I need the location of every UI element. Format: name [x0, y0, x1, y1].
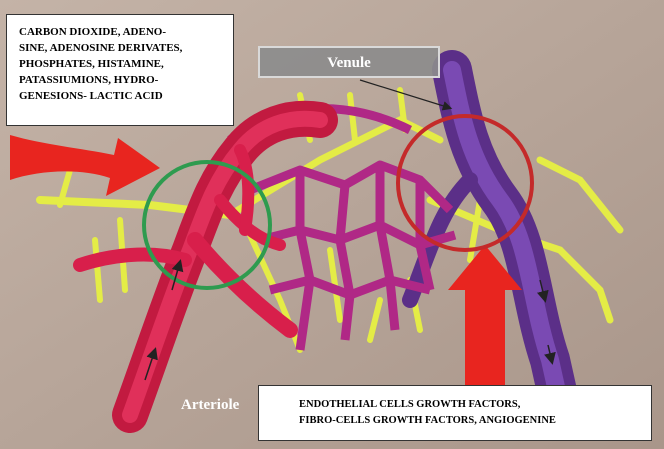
- arteriole-label: Arteriole: [181, 397, 239, 414]
- metabolites-callout: CARBON DIOXIDE, ADENO- SINE, ADENOSINE D…: [6, 14, 234, 126]
- metabolites-line-4: PATASSIUMIONS, HYDRO-: [19, 72, 233, 88]
- venule-label: Venule: [258, 46, 440, 78]
- growth-factors-line-2: FIBRO-CELLS GROWTH FACTORS, ANGIOGENINE: [299, 413, 651, 429]
- metabolites-line-1: CARBON DIOXIDE, ADENO-: [19, 24, 233, 40]
- growth-factors-callout: ENDOTHELIAL CELLS GROWTH FACTORS, FIBRO-…: [258, 385, 652, 441]
- metabolites-line-2: SINE, ADENOSINE DERIVATES,: [19, 40, 233, 56]
- metabolites-line-5: GENESIONS- LACTIC ACID: [19, 88, 233, 104]
- metabolites-line-3: PHOSPHATES, HISTAMINE,: [19, 56, 233, 72]
- growth-factors-line-1: ENDOTHELIAL CELLS GROWTH FACTORS,: [299, 397, 651, 413]
